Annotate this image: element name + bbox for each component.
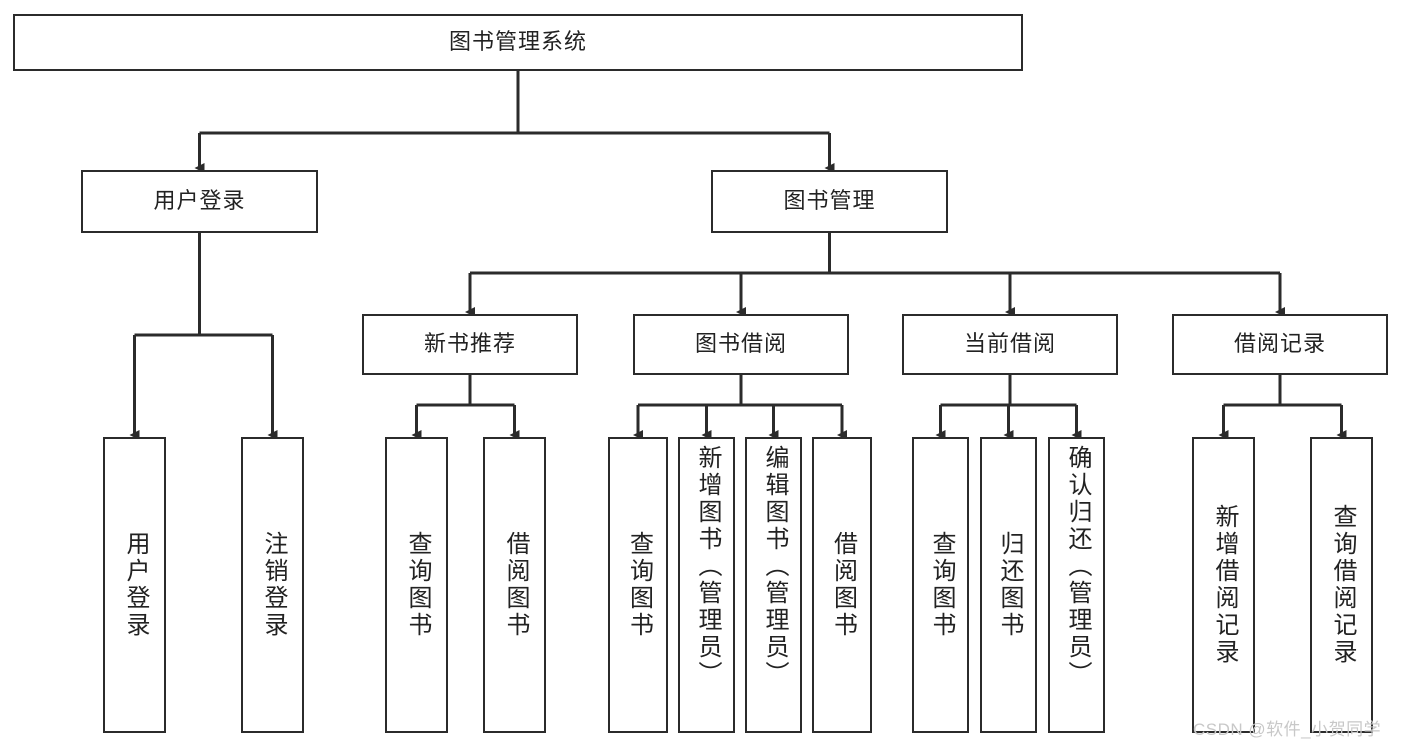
node-label: 归还图书 xyxy=(995,531,1023,639)
node-label: 借阅记录 xyxy=(1233,331,1326,357)
node-leaf-user-login[interactable]: 用户登录 xyxy=(103,437,166,733)
node-leaf-cur-return[interactable]: 归还图书 xyxy=(980,437,1037,733)
node-label: 查询图书 xyxy=(625,531,653,639)
node-label: 新增借阅记录 xyxy=(1210,504,1238,666)
node-level3-current[interactable]: 当前借阅 xyxy=(902,314,1118,375)
node-label: 图书借阅 xyxy=(694,331,787,357)
node-label: 查询图书 xyxy=(927,531,955,639)
node-label: 图书管理系统 xyxy=(448,29,587,55)
node-leaf-bo-query[interactable]: 查询图书 xyxy=(608,437,668,733)
node-label: 查询图书 xyxy=(403,531,431,639)
node-level3-record[interactable]: 借阅记录 xyxy=(1172,314,1388,375)
node-root[interactable]: 图书管理系统 xyxy=(13,14,1023,71)
node-level3-new-book[interactable]: 新书推荐 xyxy=(362,314,578,375)
node-label: 编辑图书（管理员） xyxy=(760,445,788,688)
node-leaf-rec-query[interactable]: 查询借阅记录 xyxy=(1310,437,1373,733)
node-leaf-nb-query[interactable]: 查询图书 xyxy=(385,437,448,733)
node-label: 查询借阅记录 xyxy=(1328,504,1356,666)
node-label: 用户登录 xyxy=(121,531,149,639)
node-level2-user-login[interactable]: 用户登录 xyxy=(81,170,318,233)
node-leaf-rec-add[interactable]: 新增借阅记录 xyxy=(1192,437,1255,733)
node-label: 当前借阅 xyxy=(963,331,1056,357)
node-level2-book-manage[interactable]: 图书管理 xyxy=(711,170,948,233)
node-label: 确认归还（管理员） xyxy=(1063,445,1091,688)
node-label: 注销登录 xyxy=(259,531,287,639)
node-leaf-nb-borrow[interactable]: 借阅图书 xyxy=(483,437,546,733)
connector-lines xyxy=(129,71,1347,440)
node-leaf-cur-query[interactable]: 查询图书 xyxy=(912,437,969,733)
node-label: 新增图书（管理员） xyxy=(693,445,721,688)
node-label: 新书推荐 xyxy=(423,331,516,357)
node-leaf-cur-confirm[interactable]: 确认归还（管理员） xyxy=(1048,437,1105,733)
node-leaf-logout[interactable]: 注销登录 xyxy=(241,437,304,733)
node-label: 用户登录 xyxy=(153,188,246,214)
node-level3-borrow[interactable]: 图书借阅 xyxy=(633,314,849,375)
node-leaf-bo-edit[interactable]: 编辑图书（管理员） xyxy=(745,437,802,733)
node-label: 图书管理 xyxy=(783,188,876,214)
node-leaf-bo-borrow[interactable]: 借阅图书 xyxy=(812,437,872,733)
node-leaf-bo-add[interactable]: 新增图书（管理员） xyxy=(678,437,735,733)
node-label: 借阅图书 xyxy=(829,531,857,639)
node-label: 借阅图书 xyxy=(501,531,529,639)
